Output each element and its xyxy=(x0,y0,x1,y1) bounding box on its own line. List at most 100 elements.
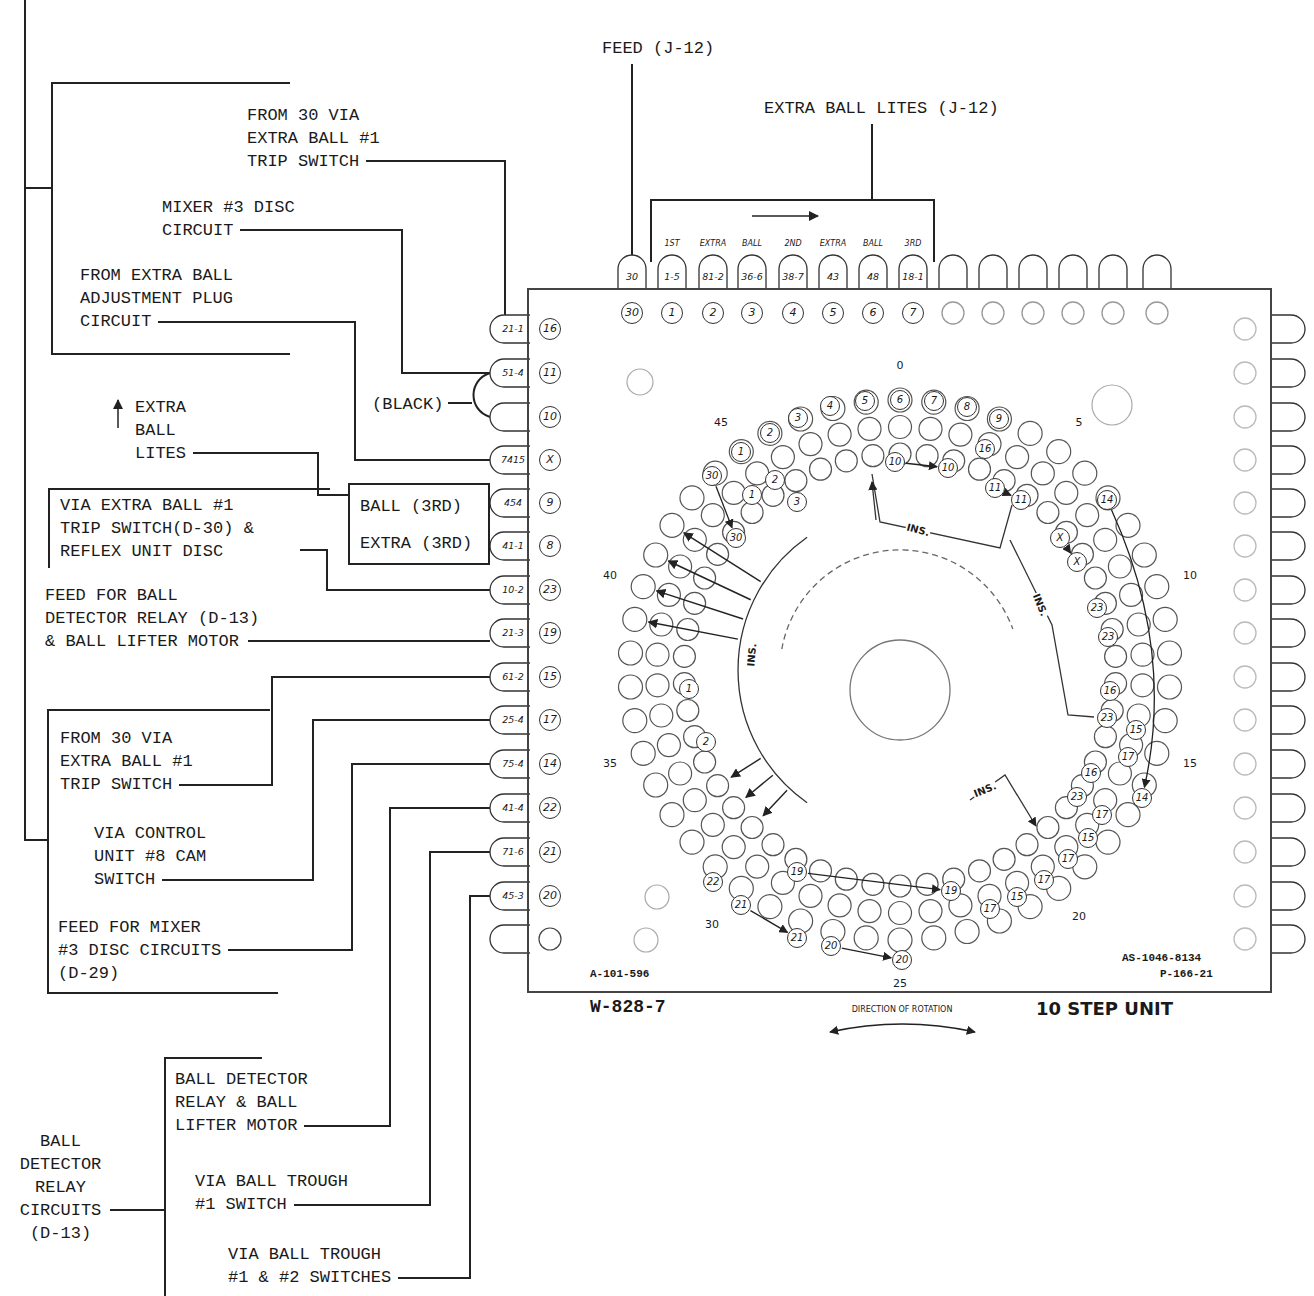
terminal-hole xyxy=(1234,753,1256,775)
contact-marking: 8 xyxy=(957,397,977,417)
insulation-band xyxy=(872,474,1012,548)
mount-hole xyxy=(634,928,658,952)
contact-hole xyxy=(854,926,878,950)
terminal-tab xyxy=(1019,255,1047,290)
contact-marking: 2 xyxy=(760,423,780,443)
box-text: EXTRA (3RD) xyxy=(360,532,478,555)
contact-hole xyxy=(1108,555,1131,578)
terminal-tab xyxy=(490,882,530,910)
terminal-tag: 71-6 xyxy=(502,847,524,858)
terminal-tab xyxy=(1059,255,1087,290)
direction-arrow xyxy=(752,215,818,217)
terminal-tag: 81-2 xyxy=(702,272,724,283)
contact-hole xyxy=(854,390,878,414)
contact-hole xyxy=(1047,440,1071,464)
contact-hole xyxy=(741,817,763,839)
hub xyxy=(850,640,950,740)
terminal-tab xyxy=(1270,619,1305,647)
terminal-tab xyxy=(939,255,967,290)
contact-hole xyxy=(680,830,704,854)
contact-hole xyxy=(729,440,753,464)
terminal-tag: 454 xyxy=(504,498,522,509)
terminal-tab xyxy=(490,359,530,387)
terminal-hole xyxy=(1234,318,1256,340)
step-number: 35 xyxy=(603,758,617,771)
contact-hole xyxy=(1076,504,1099,527)
contact-hole xyxy=(1158,675,1182,699)
terminal-hole xyxy=(1234,362,1256,384)
contact-marking: 17 xyxy=(1118,747,1138,767)
contact-hole xyxy=(1094,726,1116,748)
jumper-line xyxy=(716,486,732,527)
terminal-tab xyxy=(1099,255,1127,290)
terminal-tag: 18-1 xyxy=(902,272,924,283)
wire xyxy=(158,322,490,460)
contact-hole xyxy=(631,741,655,765)
wiper-arrow xyxy=(684,533,761,582)
contact-hole xyxy=(835,450,857,472)
lamp-note: 2ND xyxy=(784,239,801,248)
terminal-number: 7 xyxy=(902,302,924,324)
contact-hole xyxy=(723,797,745,819)
contact-hole xyxy=(1145,741,1169,765)
terminal-tab xyxy=(490,576,530,604)
contact-marking: 15 xyxy=(1078,828,1098,848)
contact-hole xyxy=(631,575,655,599)
wire xyxy=(871,124,873,200)
insulation-band xyxy=(1010,540,1094,717)
contact-hole xyxy=(1153,607,1177,631)
terminal-hole xyxy=(982,302,1004,324)
terminal-number: 22 xyxy=(539,797,561,819)
step-number: 20 xyxy=(1072,911,1086,924)
wire-label: FEED (J-12) xyxy=(602,37,714,60)
contact-marking: 7 xyxy=(924,391,944,411)
rotation-arrow xyxy=(830,1024,975,1032)
terminal-tag: 61-2 xyxy=(502,672,524,683)
wire-label: EXTRA BALL LITES (J-12) xyxy=(764,97,999,120)
bracket-text: VIA EXTRA BALL #1 TRIP SWITCH(D-30) & RE… xyxy=(60,494,275,563)
lamp-note: EXTRA xyxy=(820,239,846,248)
contact-marking: 20 xyxy=(821,936,841,956)
wire-label: BALL DETECTOR RELAY & BALL LIFTER MOTOR xyxy=(175,1068,321,1137)
wires xyxy=(25,0,975,1296)
contact-marking: 23 xyxy=(1097,708,1117,728)
wiper-arrow xyxy=(657,591,744,619)
wire-label: FEED FOR MIXER #3 DISC CIRCUITS (D-29) xyxy=(58,916,226,985)
terminal-tab xyxy=(490,750,530,778)
contact-hole xyxy=(762,834,784,856)
terminal-tab xyxy=(859,255,887,290)
contact-marking: 4 xyxy=(820,396,840,416)
wire-label: BALL DETECTOR RELAY CIRCUITS (D-13) xyxy=(8,1130,113,1245)
contact-hole xyxy=(701,504,724,527)
contact-marking: 1 xyxy=(679,679,699,699)
blank-holes xyxy=(539,369,1132,952)
lamp-note: 1ST xyxy=(664,239,679,248)
contact-hole xyxy=(858,417,881,440)
wiper-arrow xyxy=(763,790,787,816)
terminal-tab xyxy=(1270,794,1305,822)
wiper-arrow xyxy=(746,775,773,797)
contact-marking: 23 xyxy=(1098,627,1118,647)
contact-hole xyxy=(916,445,938,467)
terminal-tab xyxy=(819,255,847,290)
terminal-number: 10 xyxy=(539,406,561,428)
contact-marking: 22 xyxy=(703,872,723,892)
lamp-group-box: BALL (3RD)EXTRA (3RD) xyxy=(348,483,490,565)
terminal-tab xyxy=(779,255,807,290)
contact-marking: 17 xyxy=(980,899,1000,919)
step-number: 45 xyxy=(714,417,728,430)
terminal-tab xyxy=(899,255,927,290)
contact-hole xyxy=(889,416,912,439)
contact-hole xyxy=(677,700,699,722)
terminal-number: 9 xyxy=(539,492,561,514)
contact-hole xyxy=(1105,645,1127,667)
contact-hole xyxy=(969,458,991,480)
terminal-tab xyxy=(1270,882,1305,910)
terminal-number: 11 xyxy=(539,362,561,384)
terminal-hole xyxy=(1234,797,1256,819)
contact-marking: 23 xyxy=(1087,598,1107,618)
contact-marking: 1 xyxy=(731,442,751,462)
terminal-number: 14 xyxy=(539,753,561,775)
contact-hole xyxy=(673,645,695,667)
unit-title: 10 STEP UNIT xyxy=(1036,998,1173,1019)
